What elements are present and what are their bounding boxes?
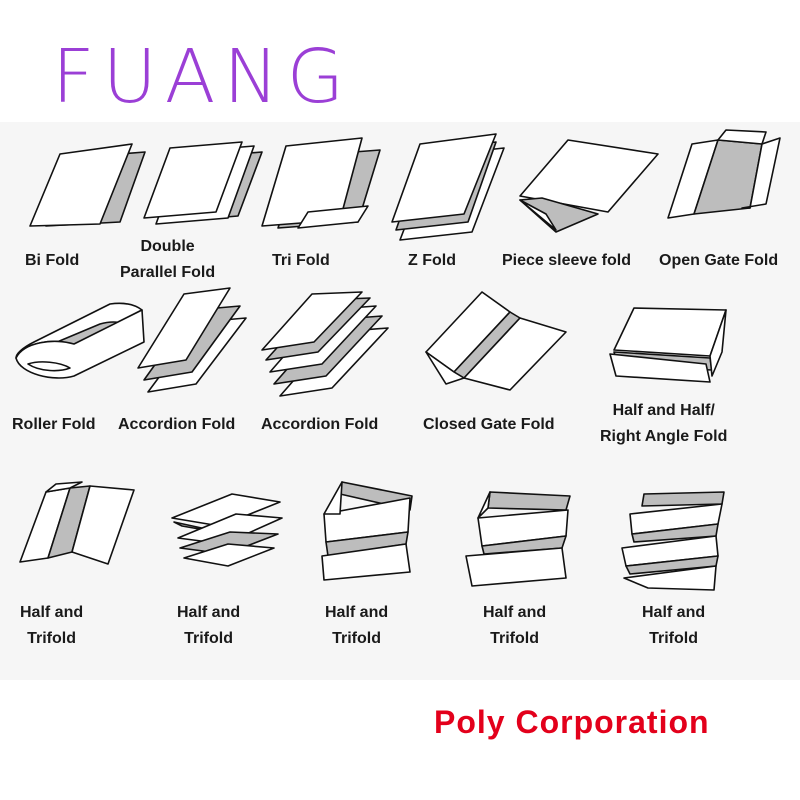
label-piece-sleeve-fold: Piece sleeve fold [502,252,631,269]
half-trifold-1-illustration [18,481,136,572]
brand-wordmark: FUANG [52,34,353,120]
label-tri-fold: Tri Fold [272,252,330,269]
half-trifold-4-illustration [462,490,574,595]
bi-fold-illustration [28,140,148,240]
closed-gate-fold-illustration [424,291,569,397]
half-trifold-2-illustration [170,492,288,577]
label-half-trifold-3: Half and Trifold [325,604,389,647]
label-half-trifold-5: Half and Trifold [642,604,706,647]
half-and-half-fold-illustration [606,306,731,391]
piece-sleeve-fold-illustration [518,139,663,240]
label-half-trifold-4: Half and Trifold [483,604,547,647]
accordion-fold-b-illustration [261,291,392,407]
label-roller-fold: Roller Fold [12,416,96,433]
half-trifold-5-illustration [618,490,733,600]
tri-fold-illustration [258,136,383,241]
label-half-trifold-2: Half and Trifold [177,604,241,647]
label-bi-fold: Bi Fold [25,252,80,269]
half-trifold-3-illustration [318,480,418,590]
label-closed-gate-fold: Closed Gate Fold [423,416,555,433]
company-name: Poly Corporation [434,704,710,740]
label-accordion-fold-a: Accordion Fold [118,416,236,433]
double-parallel-fold-illustration [142,140,267,235]
label-z-fold: Z Fold [408,252,456,269]
accordion-fold-a-illustration [136,287,251,403]
label-half-and-half-fold: Half and Half/ Right Angle Fold [600,402,728,445]
label-open-gate-fold: Open Gate Fold [659,252,779,269]
z-fold-illustration [391,133,507,249]
open-gate-fold-illustration [666,129,786,235]
roller-fold-illustration [14,302,145,392]
label-double-parallel-fold: Double Parallel Fold [120,238,216,281]
label-accordion-fold-b: Accordion Fold [261,416,379,433]
label-half-trifold-1: Half and Trifold [20,604,84,647]
